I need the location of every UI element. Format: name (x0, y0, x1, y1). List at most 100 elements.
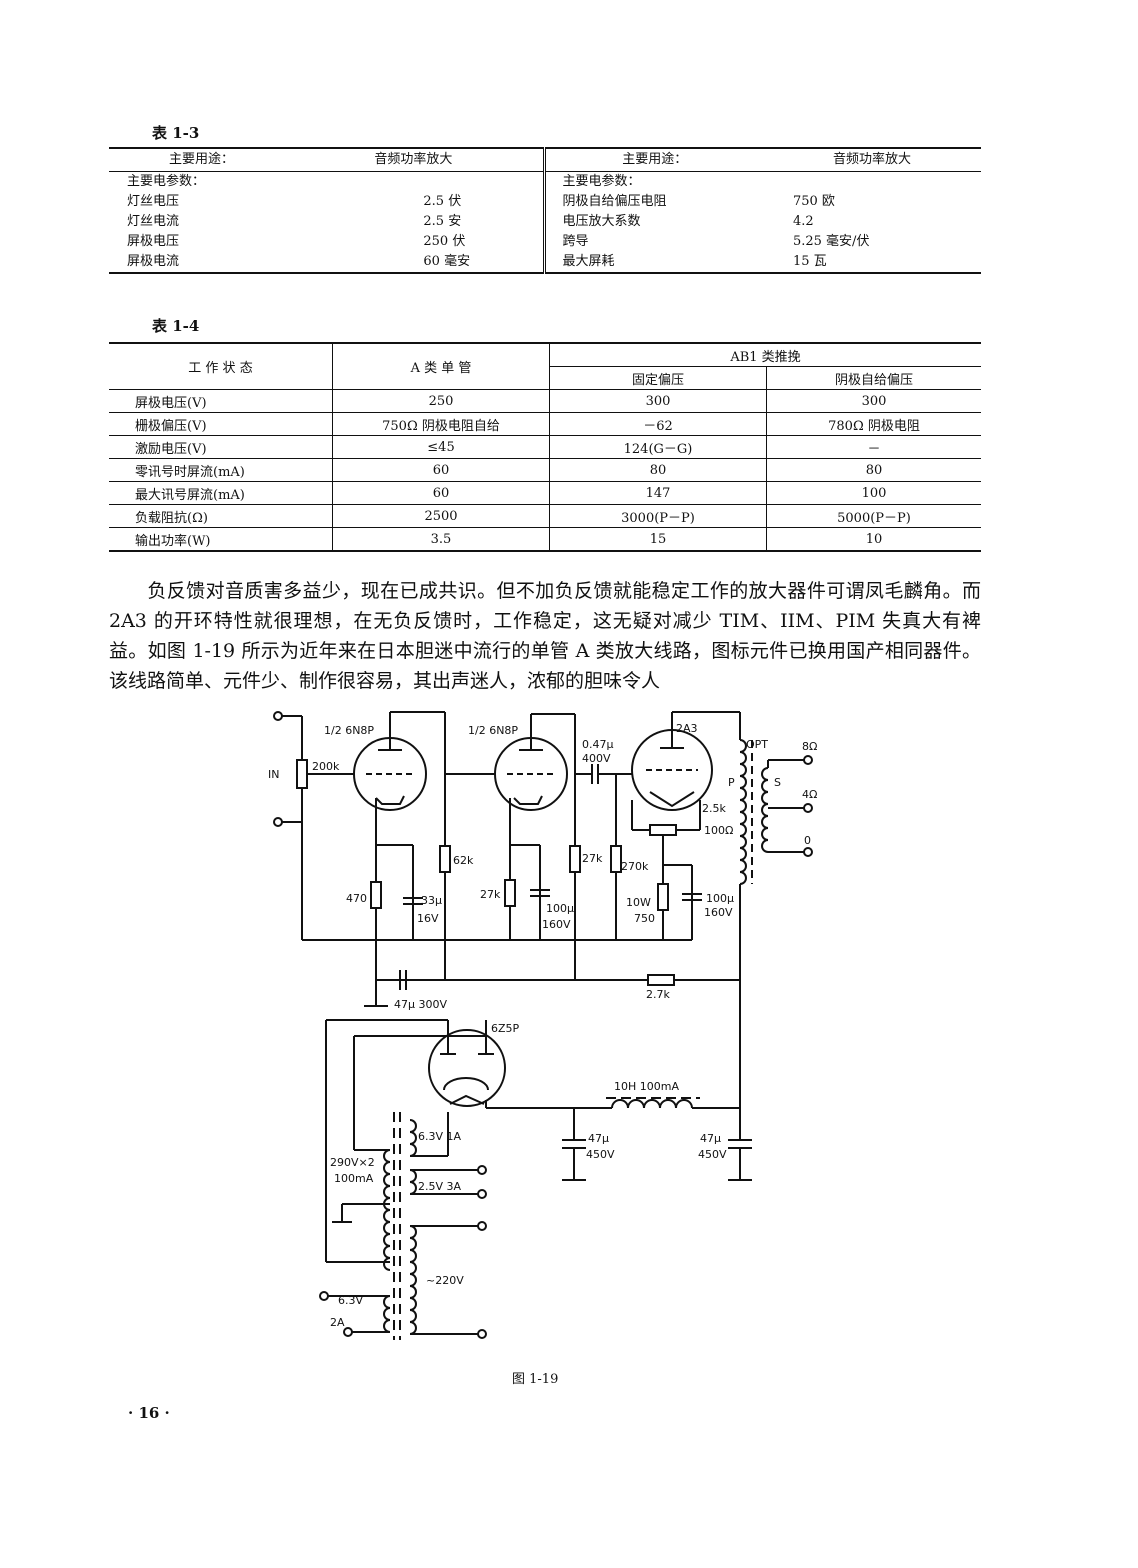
label-c33b: 16V (417, 912, 439, 925)
label-r27k-b: 27k (582, 852, 603, 865)
label-heater-63b: 6.3V (338, 1294, 363, 1307)
t14-cell: 750Ω 阴极电阻自给 (332, 412, 550, 436)
label-r25k: 2.5k (702, 802, 726, 815)
t14-cell: 780Ω 阴极电阻 (766, 412, 981, 436)
table-row: 栅极偏压(V) 750Ω 阴极电阻自给 －62 780Ω 阴极电阻 (109, 412, 981, 436)
t14-cell: 屏极电压(V) (109, 389, 333, 413)
t14-cell: 负载阻抗(Ω) (109, 504, 333, 528)
table-1-3-caption: 表 1-3 (152, 124, 200, 142)
label-opt: OPT (746, 738, 768, 751)
label-c47b-b: 450V (698, 1148, 727, 1161)
t13-left-value: 60 毫安 (423, 254, 471, 269)
t13-right-value: 4.2 (792, 214, 814, 229)
table-row: 最大讯号屏流(mA) 60 147 100 (109, 481, 981, 505)
t13-right-key: 电压放大系数 (543, 212, 763, 232)
t13-right-section: 主要电参数： (543, 171, 763, 192)
t13-left-key: 屏极电压 (127, 234, 180, 249)
table-1-4: 工 作 状 态 A 类 单 管 AB1 类推挽 固定偏压 阴极自给偏压 屏极电压… (109, 342, 981, 552)
label-r750a: 10W (626, 896, 651, 909)
t13-right-value: 750 欧 (792, 194, 835, 209)
t14-cell: 输出功率(W) (109, 527, 333, 552)
page-number: · 16 · (128, 1404, 170, 1422)
label-tube2: 1/2 6N8P (468, 724, 518, 737)
t13-left-value: 2.5 安 (423, 214, 462, 229)
label-tube1: 1/2 6N8P (324, 724, 374, 737)
label-c047b: 400V (582, 752, 611, 765)
t13-right-key: 跨导 (543, 232, 763, 252)
t13-left-key: 灯丝电压 (127, 194, 180, 209)
table-row: 激励电压(V) ≤45 124(G－G) － (109, 435, 981, 459)
label-c47-300: 47μ 300V (394, 998, 447, 1011)
body-paragraph-text: 负反馈对音质害多益少，现在已成共识。但不加负反馈就能稳定工作的放大器件可谓凤毛麟… (109, 580, 981, 692)
table-1-3: 主要用途： 音频功率放大 主要用途： 音频功率放大 主要电参数： 主要电参数： … (109, 147, 981, 274)
label-c47b-a: 47μ (700, 1132, 721, 1145)
t13-right-value: 5.25 毫安/伏 (792, 234, 870, 249)
label-heater-63: 6.3V 1A (418, 1130, 462, 1143)
table-row: 输出功率(W) 3.5 15 10 (109, 527, 981, 552)
label-r27k-fb: 2.7k (646, 988, 670, 1001)
label-rectifier: 6Z5P (491, 1022, 520, 1035)
label-r270k: 270k (621, 860, 649, 873)
label-input: IN (268, 768, 279, 781)
label-r470: 470 (346, 892, 367, 905)
label-mains: ~220V (426, 1274, 464, 1287)
label-c047a: 0.47μ (582, 738, 614, 751)
label-c47a-a: 47μ (588, 1132, 609, 1145)
label-c100a: 100μ (546, 902, 574, 915)
t13-right-header-label: 主要用途： (543, 148, 763, 172)
label-r27k-a: 27k (480, 888, 501, 901)
t14-cell: 147 (549, 481, 767, 505)
label-c100c-a: 100μ (706, 892, 734, 905)
t14-cell: 3000(P－P) (549, 504, 767, 528)
t14-col-a: A 类 单 管 (332, 342, 550, 390)
label-r100: 100Ω (704, 824, 733, 837)
t13-left-section: 主要电参数： (127, 174, 206, 189)
label-hv-current: 100mA (334, 1172, 374, 1185)
label-c33a: 33μ (421, 894, 442, 907)
t14-cell: 零讯号时屏流(mA) (109, 458, 333, 482)
t14-cell: －62 (549, 412, 767, 436)
t14-cell: 10 (766, 527, 981, 552)
body-paragraph: 负反馈对音质害多益少，现在已成共识。但不加负反馈就能稳定工作的放大器件可谓凤毛麟… (109, 576, 981, 696)
t14-cell: 5000(P－P) (766, 504, 981, 528)
label-pot: 200k (312, 760, 340, 773)
t14-cell: 最大讯号屏流(mA) (109, 481, 333, 505)
t13-right-value: 15 瓦 (792, 254, 827, 269)
label-primary: P (728, 776, 735, 789)
t14-cell: 3.5 (332, 527, 550, 552)
label-out-0: 0 (804, 834, 811, 847)
t13-left-value: 250 伏 (423, 234, 466, 249)
t14-cell: 15 (549, 527, 767, 552)
t13-right-key: 阴极自给偏压电阻 (543, 192, 763, 212)
t14-cell: 2500 (332, 504, 550, 528)
t14-cell: ≤45 (332, 435, 550, 459)
t13-left-header-label: 主要用途： (109, 148, 284, 172)
t14-cell: 300 (549, 389, 767, 413)
label-tube3: 2A3 (676, 722, 698, 735)
label-c47a-b: 450V (586, 1148, 615, 1161)
table-1-4-caption: 表 1-4 (152, 317, 200, 335)
label-out-4: 4Ω (802, 788, 817, 801)
t13-left-key: 屏极电流 (127, 254, 180, 269)
t14-cell: 60 (332, 458, 550, 482)
t13-left-header-value: 音频功率放大 (283, 148, 545, 172)
label-c100c-b: 160V (704, 906, 733, 919)
label-c100b: 160V (542, 918, 571, 931)
t14-cell: 124(G－G) (549, 435, 767, 459)
label-heater-2a: 2A (330, 1316, 345, 1329)
t14-cell: 60 (332, 481, 550, 505)
figure-caption: 图 1-19 (512, 1372, 559, 1387)
t13-left-key: 灯丝电流 (127, 214, 180, 229)
label-heater-25: 2.5V 3A (418, 1180, 462, 1193)
t14-cell: 激励电压(V) (109, 435, 333, 459)
t14-col-ab1: AB1 类推挽 (549, 342, 981, 367)
label-hv: 290V×2 (330, 1156, 375, 1169)
label-choke: 10H 100mA (614, 1080, 679, 1093)
t13-left-value: 2.5 伏 (423, 194, 462, 209)
label-out-8: 8Ω (802, 740, 817, 753)
t14-cell: 100 (766, 481, 981, 505)
t13-right-header-value: 音频功率放大 (762, 148, 981, 172)
label-r750b: 750 (634, 912, 655, 925)
t13-right-key: 最大屏耗 (543, 252, 763, 273)
